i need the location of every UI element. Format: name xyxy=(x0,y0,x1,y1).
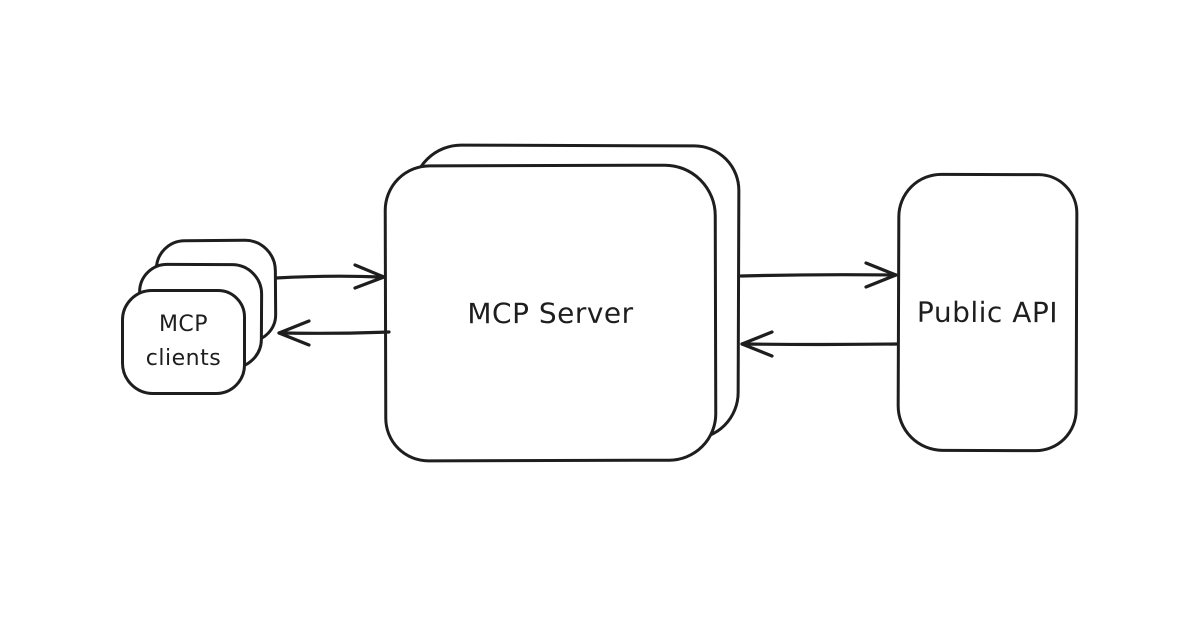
mcp-clients-card-front: MCP clients xyxy=(121,289,246,395)
arrow-api-to-server xyxy=(740,330,899,358)
mcp-clients-label: MCP clients xyxy=(146,308,221,376)
node-public-api: Public API xyxy=(896,172,1079,453)
mcp-server-label: MCP Server xyxy=(467,296,634,330)
mcp-clients-label-line1: MCP xyxy=(158,311,209,337)
arrow-server-to-api xyxy=(739,261,898,289)
public-api-label: Public API xyxy=(916,295,1059,330)
arrow-clients-to-server xyxy=(274,263,386,290)
arrow-server-to-clients xyxy=(277,319,391,347)
mcp-clients-label-line2: clients xyxy=(145,346,222,371)
mcp-server-front-box: MCP Server xyxy=(383,163,718,463)
